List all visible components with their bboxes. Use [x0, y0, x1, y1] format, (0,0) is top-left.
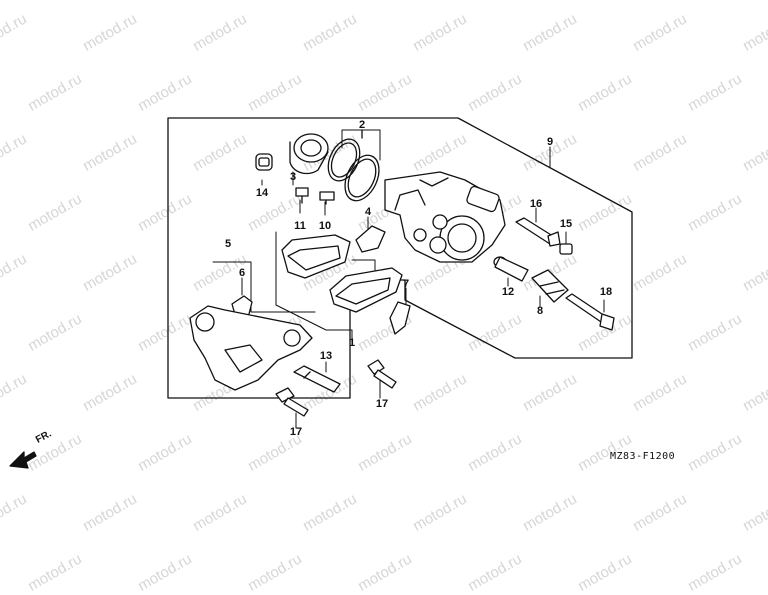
pad-pin — [515, 217, 561, 247]
part-label-p11: 11 — [294, 220, 306, 232]
bracket-bolt — [275, 387, 309, 417]
piston — [289, 133, 329, 175]
brake-pad — [329, 267, 403, 313]
pin-bolt — [565, 293, 615, 331]
part-label-p3: 3 — [289, 171, 297, 183]
part-label-p1: 1 — [348, 337, 356, 349]
part-label-p6: 6 — [238, 267, 246, 279]
pad-group-outline — [275, 231, 353, 346]
bleeder-screw — [295, 187, 309, 204]
part-label-p15: 15 — [559, 218, 573, 230]
pad-spring — [355, 225, 386, 253]
part-label-p5: 5 — [224, 238, 232, 250]
diagram-drawing — [9, 117, 633, 469]
part-label-p10: 10 — [318, 220, 332, 232]
part-label-p17b: 17 — [289, 426, 303, 438]
part-label-p14: 14 — [255, 187, 269, 199]
part-label-p7: 7 — [402, 278, 410, 290]
caliper-bracket — [189, 305, 313, 391]
part-label-p8: 8 — [536, 305, 544, 317]
part-label-p18: 18 — [599, 286, 613, 298]
brake-pad — [281, 234, 351, 279]
part-label-p9: 9 — [546, 136, 554, 148]
front-arrow — [9, 451, 37, 469]
part-label-p16: 16 — [529, 198, 543, 210]
part-label-p2: 2 — [358, 119, 366, 131]
part-label-p4: 4 — [364, 206, 372, 218]
part-label-p13: 13 — [319, 350, 333, 362]
bracket-pin — [293, 365, 341, 393]
bracket-group-outline — [212, 261, 316, 313]
pad-retainer — [389, 301, 411, 335]
seal-group-bracket — [341, 129, 381, 161]
bleeder-cap — [255, 153, 273, 171]
slide-sleeve — [493, 256, 529, 282]
bracket-bolt — [367, 359, 397, 389]
figure-code: MZ83-F1200 — [610, 451, 676, 462]
piston-seals — [327, 138, 380, 202]
pin-nut — [559, 243, 573, 255]
part-label-p12: 12 — [501, 286, 515, 298]
part-label-p17a: 17 — [375, 398, 389, 410]
dust-boot — [531, 269, 569, 303]
caliper-body — [384, 171, 506, 263]
pin-plug — [319, 191, 335, 205]
